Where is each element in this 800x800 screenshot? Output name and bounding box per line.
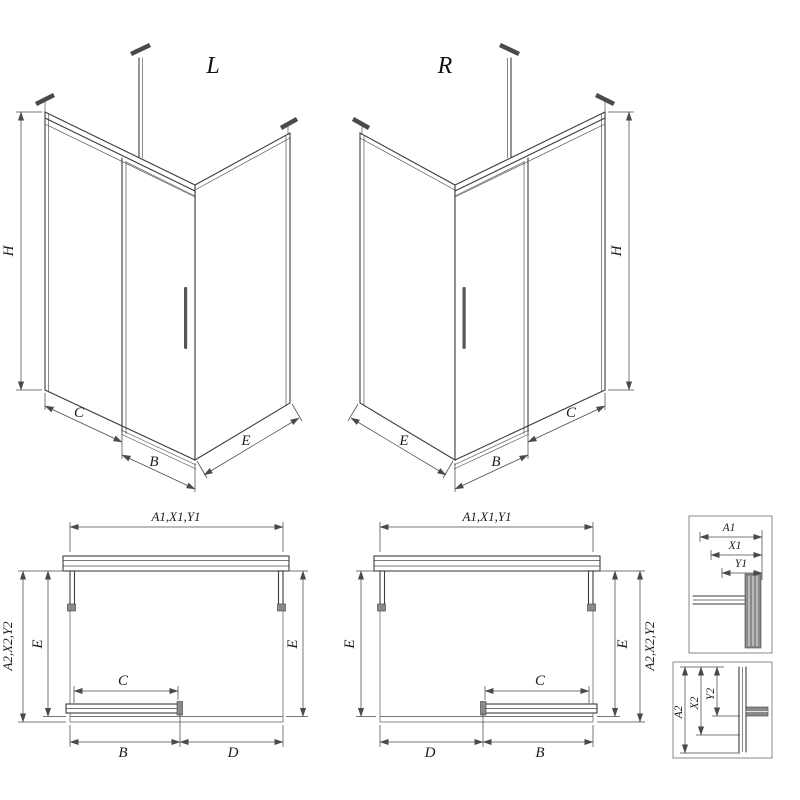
dim-label-b: B — [491, 454, 500, 470]
wall-bracket-icon — [351, 117, 371, 130]
dim-a2x2y2: A2,X2,Y2 — [597, 570, 657, 723]
dim-a2x2y2: A2,X2,Y2 — [0, 570, 66, 723]
enclosure-outline — [379, 570, 594, 723]
dim-e: E — [196, 403, 303, 479]
left-side-glass — [69, 570, 76, 608]
left-side-glass — [379, 570, 386, 608]
dim-label-b: B — [118, 745, 127, 761]
dim-y1: Y1 — [721, 558, 763, 578]
dim-c: C — [73, 673, 179, 703]
variant-label-left: L — [205, 53, 219, 79]
wall-bracket-icon — [279, 117, 299, 130]
dim-a1x1y1: A1,X1,Y1 — [69, 509, 284, 552]
dim-a2: A2 — [673, 666, 740, 754]
dim-b-d: B D — [69, 713, 284, 761]
dim-label-d: D — [227, 745, 239, 761]
dim-label-e: E — [240, 433, 250, 449]
dim-label-e: E — [30, 639, 46, 649]
dim-label-h: H — [1, 244, 17, 257]
back-wall-profile — [373, 555, 601, 572]
dim-h: H — [608, 111, 634, 391]
dim-c: C — [527, 393, 606, 459]
ceiling-bracket-icon — [130, 42, 151, 57]
dim-e-left: E — [30, 570, 66, 717]
back-wall-profile — [62, 555, 290, 572]
dim-label-a1x1y1: A1,X1,Y1 — [150, 509, 200, 524]
dim-e-right: E — [285, 570, 308, 717]
door-handle — [184, 287, 188, 349]
dim-h: H — [1, 111, 42, 391]
top-rail — [44, 117, 196, 192]
left-glass-end-profile — [67, 603, 76, 612]
dim-label-a2x2y2: A2,X2,Y2 — [0, 621, 15, 672]
dim-b: B — [454, 454, 529, 492]
dim-c: C — [44, 393, 123, 459]
ceiling-bracket-icon — [499, 42, 520, 57]
detail-view-bottom: A2 X2 Y2 — [672, 661, 773, 759]
right-side-glass — [587, 570, 594, 608]
dim-label-b: B — [535, 745, 544, 761]
dim-label-x1: X1 — [728, 540, 742, 552]
dim-label-d: D — [424, 745, 436, 761]
left-glass-end-profile — [377, 603, 386, 612]
dim-e: E — [347, 403, 454, 479]
dim-label-x2: X2 — [689, 696, 701, 710]
dim-y2: Y2 — [705, 666, 740, 717]
dim-label-y1: Y1 — [735, 558, 747, 570]
door-end-cap — [176, 701, 183, 716]
dim-label-h: H — [609, 244, 625, 257]
right-glass-end-profile — [277, 603, 286, 612]
door-end-cap — [480, 701, 487, 716]
dim-label-e: E — [342, 639, 358, 649]
dim-label-a1x1y1: A1,X1,Y1 — [461, 509, 511, 524]
dim-label-a2: A2 — [673, 705, 685, 719]
top-rail — [454, 117, 606, 192]
front-glass-panel — [454, 111, 606, 461]
dim-label-c: C — [566, 405, 577, 421]
dim-label-y2: Y2 — [705, 688, 717, 700]
dim-b-d: D B — [379, 713, 594, 761]
dim-label-e: E — [615, 639, 631, 649]
door-handle — [462, 287, 466, 349]
dim-label-a1: A1 — [722, 522, 736, 534]
dim-x1: X1 — [710, 540, 763, 560]
dim-label-c: C — [535, 673, 546, 689]
dim-label-c: C — [118, 673, 129, 689]
right-side-glass — [277, 570, 284, 608]
dim-label-e: E — [285, 639, 301, 649]
dim-b: B — [121, 454, 196, 492]
right-glass-end-profile — [587, 603, 596, 612]
dim-c: C — [484, 673, 590, 703]
dim-label-a2x2y2: A2,X2,Y2 — [642, 621, 657, 672]
plan-view-left: A1,X1,Y1 A2,X2,Y2 E E C — [0, 509, 308, 761]
dim-label-c: C — [74, 405, 85, 421]
iso-view-left: H C B E L — [1, 42, 303, 492]
dim-e-right: E — [597, 570, 645, 717]
plan-view-right: A1,X1,Y1 E E A2,X2,Y2 C — [342, 509, 657, 761]
enclosure-outline — [69, 570, 284, 723]
dim-label-b: B — [149, 454, 158, 470]
dim-e-left: E — [342, 570, 376, 717]
detail-view-top: A1 X1 Y1 — [688, 515, 773, 654]
dim-x2: X2 — [689, 666, 740, 736]
iso-view-right: H C B E R — [347, 42, 634, 492]
dim-label-e: E — [398, 433, 408, 449]
dim-a1x1y1: A1,X1,Y1 — [379, 509, 594, 552]
front-glass-panel — [44, 111, 196, 461]
variant-label-right: R — [437, 53, 453, 79]
